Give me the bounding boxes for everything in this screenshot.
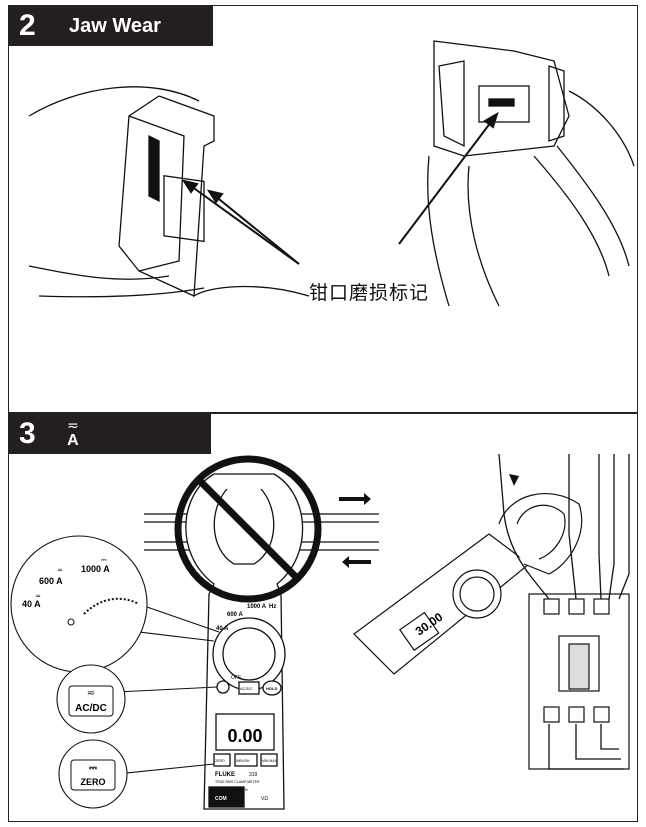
jaw-wear-mark-callout: 钳口磨损标记 [309, 282, 430, 304]
zero-key-dc-symbol: ⎓ [89, 763, 97, 774]
meter-range-40: 40 A [216, 626, 229, 632]
meter-minmax: MIN MAX [262, 759, 278, 763]
jaw-wear-panel: 2 Jaw Wear [8, 5, 638, 413]
zero-key-label: ZERO [80, 777, 105, 787]
meter-acdc: AC/DC [240, 686, 253, 691]
dc-current-panel: 3 ≂ A [8, 413, 638, 822]
meter-hz: Hz [269, 604, 276, 610]
clamp-meter-illustration: 0.00 1000 A 600 A 40 A Hz OFF AC/DC HOLD… [10, 453, 630, 810]
meter-zero: ZERO [215, 759, 225, 763]
meter-brand: FLUKE [215, 772, 235, 778]
meter-com: COM [215, 796, 227, 802]
meter-cat: CAT III [237, 788, 248, 792]
step-number: 3 [19, 417, 36, 450]
meter-inrush: INRUSH [236, 759, 250, 763]
dial-range-600: 600 A [39, 576, 63, 586]
dial-acdc-symbol-40: ≂ [35, 593, 41, 600]
ampere-unit: A [67, 432, 79, 449]
acdc-key-label: AC/DC [75, 703, 107, 714]
step-title: Jaw Wear [69, 14, 161, 37]
ac-dc-current-symbol: ≂ A [67, 419, 79, 449]
meter-model: 319 [249, 772, 258, 778]
meter-range-1000: 1000 A [247, 604, 267, 610]
dial-range-1000: 1000 A [81, 564, 110, 574]
dial-dc-symbol: ⎓ [101, 557, 107, 564]
step-header: 3 ≂ A [9, 414, 211, 454]
acdc-key-symbol: ≂ [87, 688, 95, 699]
step-number: 2 [19, 9, 36, 42]
meter-display-value: 0.00 [227, 726, 262, 746]
acdc-symbol: ≂ [67, 418, 79, 434]
meter-off: OFF [231, 675, 241, 681]
dial-range-40: 40 A [22, 599, 41, 609]
meter-vohm: VΩ [261, 796, 268, 802]
dial-acdc-symbol-600: ≂ [57, 567, 63, 574]
meter-range-600: 600 A [227, 612, 243, 618]
meter-subtitle: TRUE RMS CLAMP METER [215, 780, 260, 784]
step-header: 2 Jaw Wear [9, 6, 213, 46]
meter-hold: HOLD [266, 686, 277, 691]
jaw-wear-illustration [28, 40, 635, 307]
